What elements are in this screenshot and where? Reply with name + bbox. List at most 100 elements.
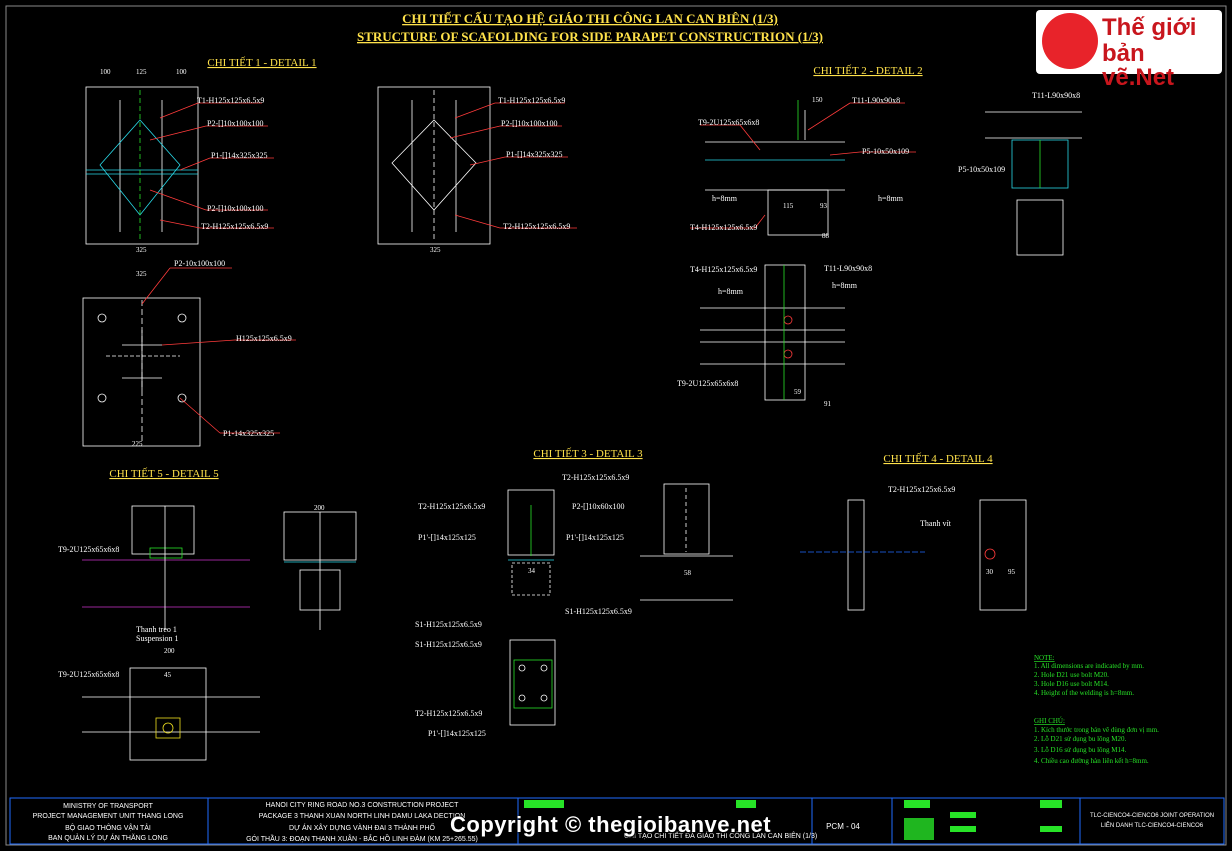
- label-d5-rod2: Suspension 1: [136, 634, 178, 643]
- house-icon: [1042, 13, 1098, 69]
- dim-325c: 325: [136, 270, 147, 278]
- label-d3-p1a: P1'-[]14x125x125: [418, 533, 476, 542]
- detail-1-elevation-a: [85, 86, 199, 245]
- label-h-plan: H125x125x6.5x9: [236, 334, 292, 343]
- label-d3-p2: P2-[]10x60x100: [572, 502, 624, 511]
- label-t4: T4-H125x125x6.5x9: [690, 223, 757, 232]
- tb-c5-2: LIÊN DANH TLC-CIENCO4-CIENCO6: [1101, 821, 1204, 829]
- note-en-title: NOTE:: [1034, 654, 1055, 662]
- dim-225: 225: [132, 440, 143, 448]
- detail-1-header: CHI TIẾT 1 - DETAIL 1: [207, 56, 316, 69]
- detail-1-leaders-b: [449, 102, 577, 229]
- label-d3-t2a: T2-H125x125x6.5x9: [418, 502, 485, 511]
- note-en-2: 2. Hole D21 use bolt M20.: [1034, 671, 1109, 679]
- detail-4-header: CHI TIẾT 4 - DETAIL 4: [883, 452, 993, 465]
- label-h8-c: h=8mm: [718, 287, 744, 296]
- tb-c2-3: DỰ ÁN XÂY DỰNG VÀNH ĐAI 3 THÀNH PHỐ: [289, 822, 435, 832]
- label-p1b: P1-[]14x325x325: [506, 150, 562, 159]
- detail-2-elevation: [705, 100, 845, 236]
- dim-45: 45: [164, 671, 172, 679]
- detail-1-plan: [82, 297, 201, 447]
- plan-leaders: [141, 267, 296, 434]
- detail-4: [800, 499, 1027, 611]
- tb-c5-1: TLC-CIENCO4-CIENCO6 JOINT OPERATION: [1090, 813, 1214, 819]
- label-p2-bottom: P2-[]10x100x100: [207, 204, 263, 213]
- note-vi-4: 4. Chiều cao đường hàn liên kết h=8mm.: [1034, 757, 1149, 765]
- label-t2b: T2-H125x125x6.5x9: [503, 222, 570, 231]
- dim-91: 91: [824, 400, 832, 408]
- detail-2-header: CHI TIẾT 2 - DETAIL 2: [813, 64, 922, 77]
- note-en-4: 4. Height of the welding is h=8mm.: [1034, 689, 1134, 697]
- tb-sheet: PCM - 04: [826, 822, 860, 831]
- note-en-3: 3. Hole D16 use bolt M14.: [1034, 680, 1109, 688]
- logo-text-2: bản vẽ.Net: [1102, 40, 1175, 91]
- label-p2-plan: P2-10x100x100: [174, 259, 225, 268]
- label-d4-rod: Thanh vít: [920, 519, 952, 528]
- dim-115: 115: [783, 202, 794, 210]
- dim-100b: 100: [176, 68, 187, 76]
- label-d4-t2: T2-H125x125x6.5x9: [888, 485, 955, 494]
- note-en-1: 1. All dimensions are indicated by mm.: [1034, 662, 1144, 670]
- label-p2-top: P2-[]10x100x100: [207, 119, 263, 128]
- dim-325b: 325: [430, 246, 441, 254]
- detail-5-header: CHI TIẾT 5 - DETAIL 5: [109, 467, 219, 480]
- label-d3-s1b: S1-H125x125x6.5x9: [565, 607, 632, 616]
- label-p5b: P5-10x50x109: [958, 165, 1005, 174]
- detail-1-elevation-b: [377, 86, 491, 245]
- note-vi-title: GHI CHÚ:: [1034, 717, 1065, 725]
- d2-leaders: [690, 102, 916, 229]
- title-line-1: CHI TIẾT CẤU TẠO HỆ GIÁO THI CÔNG LAN CA…: [402, 11, 778, 26]
- label-d3-t2b: T2-H125x125x6.5x9: [562, 473, 629, 482]
- label-t1: T1-H125x125x6.5x9: [197, 96, 264, 105]
- label-t11c: T11-L90x90x8: [824, 264, 872, 273]
- label-h8-d: h=8mm: [832, 281, 858, 290]
- label-d3-t2c: T2-H125x125x6.5x9: [415, 709, 482, 718]
- tb-c2-1: HANOI CITY RING ROAD NO.3 CONSTRUCTION P…: [266, 802, 459, 809]
- title-line-2: STRUCTURE OF SCAFOLDING FOR SIDE PARAPET…: [357, 29, 823, 44]
- tb-col1: MINISTRY OF TRANSPORT PROJECT MANAGEMENT…: [33, 803, 184, 842]
- dim-95: 95: [1008, 568, 1016, 576]
- copyright-watermark: Copyright © thegioibanve.net: [450, 812, 772, 837]
- tb-c1-3: BỘ GIAO THÔNG VẬN TẢI: [65, 823, 151, 832]
- tb-c2-4: GÓI THẦU 3: ĐOẠN THANH XUÂN - BẮC HỒ LIN…: [246, 833, 478, 843]
- label-d3-p1c: P1'-[]14x125x125: [428, 729, 486, 738]
- note-vi-3: 3. Lỗ D16 sử dụng bu lông M14.: [1034, 746, 1127, 754]
- detail-3-elevation-a: [507, 489, 555, 596]
- dim-59: 59: [794, 388, 802, 396]
- detail-1-leaders-a: [149, 102, 274, 229]
- logo-text-1: Thế giới: [1102, 14, 1197, 41]
- label-d3-s1a: S1-H125x125x6.5x9: [415, 620, 482, 629]
- label-d5-rod: Thanh treo 1: [136, 625, 177, 634]
- dimensions: 100 125 100 325 325 325 225 150 115 93 8…: [100, 68, 1016, 679]
- label-p1-plan: P1-14x325x325: [223, 429, 274, 438]
- dim-30: 30: [986, 568, 994, 576]
- detail-3-header: CHI TIẾT 3 - DETAIL 3: [533, 447, 643, 460]
- dim-200b: 200: [164, 647, 175, 655]
- detail-2-side: [985, 111, 1082, 256]
- label-p5: P5-10x50x109: [862, 147, 909, 156]
- label-t2: T2-H125x125x6.5x9: [201, 222, 268, 231]
- tb-c1-4: BAN QUẢN LÝ DỰ ÁN THĂNG LONG: [48, 833, 168, 842]
- dim-100: 100: [100, 68, 111, 76]
- tb-c2-2: PACKAGE 3 THANH XUAN NORTH LINH DAMU LAK…: [259, 813, 466, 820]
- label-d5-t9a: T9-2U125x65x6x8: [58, 545, 119, 554]
- label-d3-p1b: P1'-[]14x125x125: [566, 533, 624, 542]
- label-t11b: T11-L90x90x8: [1032, 91, 1080, 100]
- label-t4b: T4-H125x125x6.5x9: [690, 265, 757, 274]
- label-h8-a: h=8mm: [712, 194, 738, 203]
- tb-c3: CHI TẠO CHI TIẾT ĐÀ GIÁO THI CÔNG LAN CA…: [624, 830, 817, 840]
- detail-3-elevation-b: [640, 483, 733, 601]
- dim-34: 34: [528, 567, 536, 575]
- label-p1: P1-[]14x325x325: [211, 151, 267, 160]
- tb-col3-blocks: [524, 800, 1062, 840]
- detail-3-plan: [509, 639, 556, 726]
- tb-col2: HANOI CITY RING ROAD NO.3 CONSTRUCTION P…: [246, 802, 478, 843]
- site-logo: Thế giới bản vẽ.Net: [1036, 10, 1222, 90]
- dim-150: 150: [812, 96, 823, 104]
- note-vi-1: 1. Kích thước trong bản vẽ dùng đơn vị m…: [1034, 726, 1159, 734]
- dim-88: 88: [822, 232, 830, 240]
- label-t11: T11-L90x90x8: [852, 96, 900, 105]
- detail-5-elevation: [82, 505, 250, 630]
- note-vi-2: 2. Lỗ D21 sử dụng bu lông M20.: [1034, 735, 1127, 743]
